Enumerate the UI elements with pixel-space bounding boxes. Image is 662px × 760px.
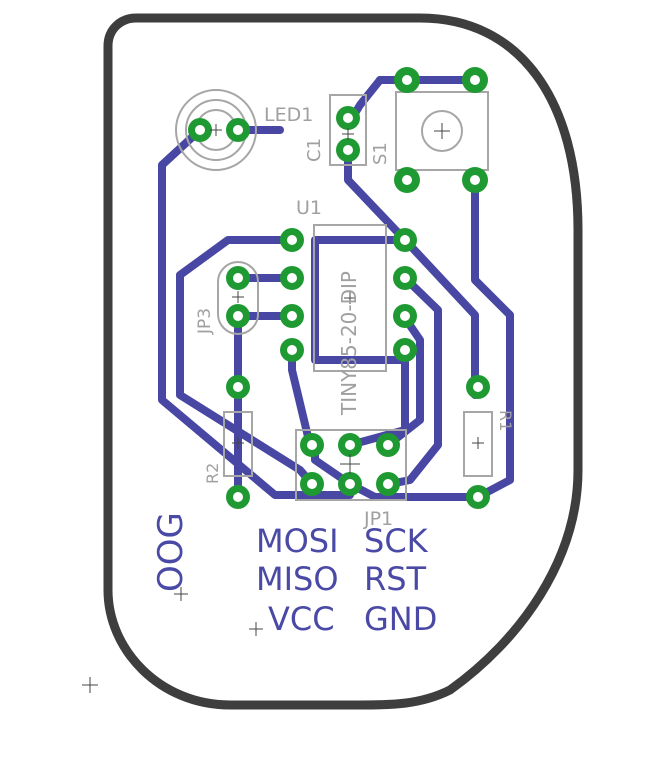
pads <box>188 67 490 509</box>
pad-c1-1 <box>336 106 360 130</box>
pad-s1-2 <box>462 67 488 93</box>
label-jp3: JP3 <box>195 308 215 335</box>
label-r2: R2 <box>203 463 222 484</box>
pad-u1-2 <box>280 266 304 290</box>
pad-jp1-2 <box>338 433 362 457</box>
label-rst: RST <box>364 560 427 598</box>
pad-r2-2 <box>226 485 250 509</box>
pad-jp1-1 <box>300 433 324 457</box>
pad-u1-3 <box>280 304 304 328</box>
label-c1: C1 <box>304 138 325 162</box>
label-r1: R1 <box>496 410 515 431</box>
label-s1: S1 <box>370 142 391 165</box>
pad-jp1-5 <box>338 472 362 496</box>
pad-r2-1 <box>226 375 250 399</box>
label-led1: LED1 <box>264 104 313 126</box>
pad-r1-2 <box>466 485 490 509</box>
pad-s1-4 <box>462 167 488 193</box>
pad-s1-3 <box>394 167 420 193</box>
label-sck: SCK <box>364 522 429 560</box>
pad-jp1-3 <box>376 433 400 457</box>
label-u1-package: TINY85-20-DIP <box>337 271 361 416</box>
label-u1: U1 <box>296 197 322 219</box>
pad-jp3-2 <box>226 304 250 328</box>
label-mosi: MOSI <box>256 522 339 560</box>
board-text: OOG <box>151 512 191 592</box>
board-outline <box>103 13 583 710</box>
pad-s1-1 <box>394 67 420 93</box>
silkscreen <box>175 89 493 501</box>
pad-u1-6 <box>393 304 417 328</box>
pad-jp3-1 <box>226 266 250 290</box>
pad-jp1-4 <box>300 472 324 496</box>
pad-u1-8 <box>393 228 417 252</box>
label-miso: MISO <box>256 560 339 598</box>
origin-marks <box>82 123 484 693</box>
label-vcc: VCC <box>268 600 335 638</box>
pad-c1-2 <box>336 138 360 162</box>
pad-led1-2 <box>226 118 250 142</box>
pad-u1-5 <box>393 338 417 362</box>
pad-led1-1 <box>188 118 212 142</box>
pad-u1-1 <box>280 228 304 252</box>
pad-u1-7 <box>393 266 417 290</box>
label-gnd: GND <box>364 600 437 638</box>
pad-r1-1 <box>466 375 490 399</box>
pad-u1-4 <box>280 338 304 362</box>
label-jp1: JP1 <box>363 508 393 530</box>
pad-jp1-6 <box>376 472 400 496</box>
